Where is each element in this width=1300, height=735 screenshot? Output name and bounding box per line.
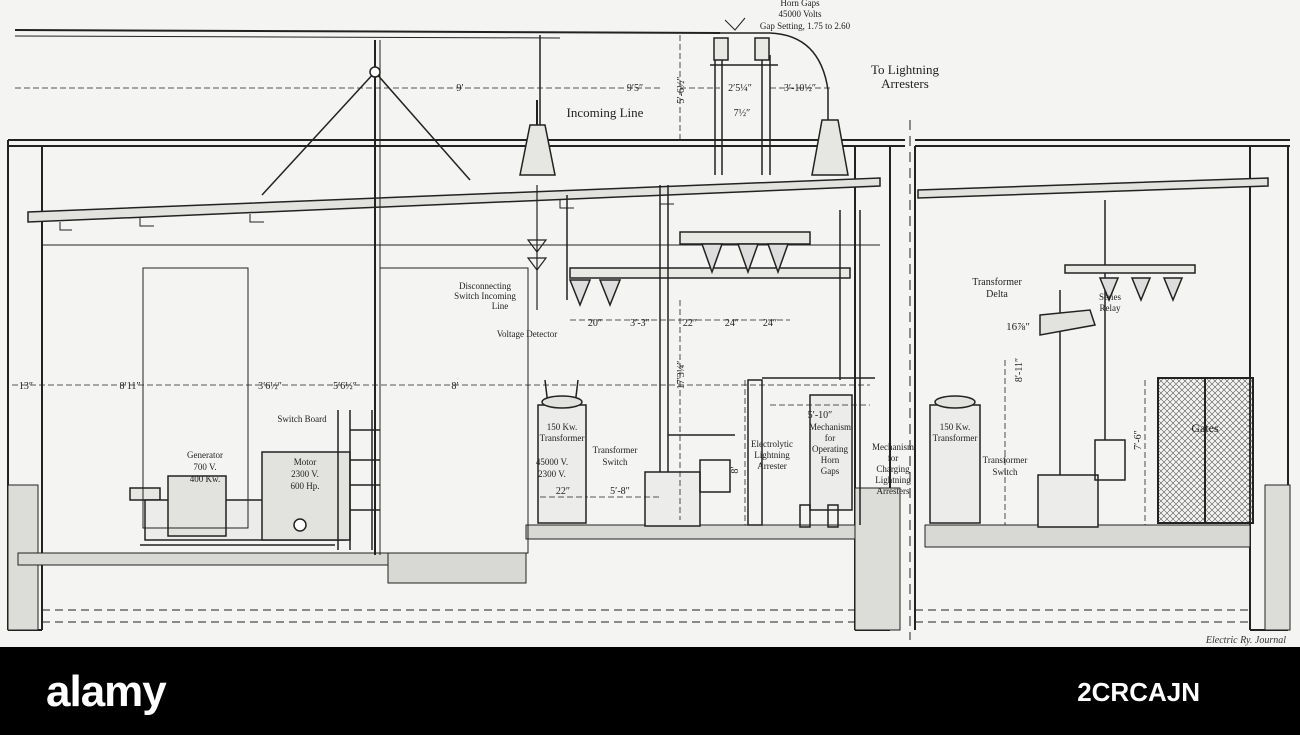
mech-horn-label-3: Operating [812,444,848,454]
electrolytic-label-2: Lightning [754,450,790,460]
mech-horn-label-2: for [825,433,836,443]
transformer-label-4: 2300 V. [538,469,566,479]
mech-charge-label-1: Mechanism [872,442,914,452]
dim-20: 20″ [588,318,602,329]
dim-13: 13″ [19,381,33,392]
dim-5ft8: 5′-8″ [610,486,630,497]
dim-5ft6h-b: 5′6½″ [333,381,357,392]
delta-bus [1039,264,1196,336]
dim-9ft: 9′ [456,83,463,94]
lightning-label-2: Arresters [881,76,929,91]
gates-label: Gates [1191,421,1219,435]
dim-22: 22″ [683,318,697,329]
doorways [142,267,529,554]
delta-label-2: Delta [986,289,1008,300]
left-roof-slab [27,177,881,231]
series-relay-label-1: Series [1099,292,1121,302]
mech-horn-label-1: Mechanism [809,422,851,432]
roof-bushing-incoming [519,100,556,176]
dim-8ft: 8′ [451,381,458,392]
right-transformer-label-1: 150 Kw. [940,422,970,432]
mech-charge-label-5: Arresters [877,486,910,496]
dim-8ft11: 8′11″ [120,381,141,392]
mech-charge-label-3: Charging [876,464,910,474]
right-transformer-label-2: Transformer [933,433,978,443]
motor-label-2: 2300 V. [291,469,319,479]
drawing-area: Horn Gaps 45000 Volts Gap Setting, 1.75 … [0,0,1300,647]
transformer-label-2: Transformer [540,433,585,443]
series-relay-label-2: Relay [1100,303,1121,313]
bus-structure [566,185,875,525]
disconnect-switch [526,185,548,310]
dim-17ft3q: 17′3¼″ [676,361,687,390]
transformer-left [537,379,587,524]
dim-7h: 7½″ [734,108,751,119]
dim-8ft11-vertical: 8′-11″ [1014,358,1025,382]
generator-label-1: Generator [187,450,223,460]
electrolytic-arrester [747,379,853,528]
mech-horn-label-4: Horn [821,455,840,465]
dim-3ft10h: 3′-10½″ [784,83,816,94]
dim-5ft6h: 5′-6½″ [676,76,687,103]
electrolytic-label-1: Electrolytic [751,439,793,449]
dim-3ft6h: 3′6½″ [258,381,282,392]
roof-bushing-outgoing [811,119,849,176]
dim-24a: 24″ [725,318,739,329]
delta-label-1: Transformer [972,277,1022,288]
generator-motor-set [129,451,351,546]
generator-label-3: 400 Kw. [190,474,220,484]
voltage-detector-label: Voltage Detector [497,329,558,339]
dim-9ft5: 9′5″ [627,83,643,94]
transformer-right [929,395,981,524]
left-floors [7,484,901,631]
horn-gaps-setting: Gap Setting, 1.75 to 2.60 [760,21,851,31]
horn-gap-assembly [710,17,778,175]
stock-image-code: 2CRCAJN [1077,677,1200,707]
switch-board-label: Switch Board [277,414,327,424]
transformer-switch-left [644,434,735,527]
left-building [7,139,905,631]
dim-2ft5q: 2′5¼″ [728,83,752,94]
disc-label-1: Disconnecting [459,281,511,291]
mech-charge-label-2: for [888,453,899,463]
transformer-switch-label-2: Switch [602,457,628,467]
annotations: Horn Gaps 45000 Volts Gap Setting, 1.75 … [19,0,1219,497]
generator-label-2: 700 V. [193,462,216,472]
watermark-logo: alamy [46,667,167,716]
transformer-label-3: 45000 V. [536,457,568,467]
switchboard [337,410,380,550]
stock-footer: alamy 2CRCAJN [0,647,1300,735]
horn-gaps-title: Horn Gaps [780,0,820,8]
dim-22b: 22″ [556,486,570,497]
lightning-label-1: To Lightning [871,62,940,77]
substation-section-drawing: Horn Gaps 45000 Volts Gap Setting, 1.75 … [7,0,1291,640]
mech-charge-label-4: Lightning [875,475,911,485]
dim-24b: 24″ [763,318,777,329]
transformer-switch-right [1037,200,1126,528]
disc-label-3: Line [492,301,509,311]
transformer-label-1: 150 Kw. [547,422,577,432]
dimension-lines [12,35,1146,525]
right-transformer-switch-label-1: Transformer [983,455,1028,465]
horn-gaps-volts: 45000 Volts [779,9,822,19]
disc-label-2: Switch Incoming [454,291,516,301]
gates [1157,377,1254,524]
dim-7ft6: 7′-6″ [1133,430,1144,450]
electrolytic-label-3: Arrester [757,461,786,471]
dim-5ft10: 5′-10″ [808,410,833,421]
overhead-line [14,29,829,555]
motor-label-3: 600 Hp. [291,481,320,491]
dim-3ft3: 3′-3″ [630,318,650,329]
dim-16-7-8: 16⅞″ [1006,321,1030,333]
mech-horn-label-5: Gaps [821,466,840,476]
right-roof-and-floor [915,177,1291,631]
journal-credit: Electric Ry. Journal [1205,635,1286,646]
motor-label-1: Motor [294,457,317,467]
incoming-line-label: Incoming Line [567,105,644,120]
dim-8ft-vertical: 8′ [730,466,741,473]
transformer-switch-label-1: Transformer [593,445,638,455]
right-transformer-switch-label-2: Switch [992,467,1018,477]
